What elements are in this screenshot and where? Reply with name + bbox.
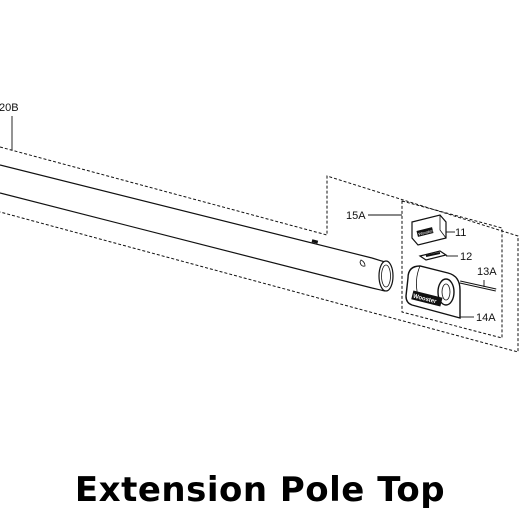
spring-12	[418, 250, 448, 261]
label-14a: 14A	[476, 312, 496, 324]
label-12: 12	[460, 251, 472, 263]
label-13a: 13A	[477, 266, 497, 278]
diagram-title: Extension Pole Top	[74, 470, 446, 510]
housing-14a: Wooster	[405, 265, 461, 319]
leader-lines	[11, 116, 485, 318]
pin-13a	[459, 280, 497, 292]
label-11: 11	[455, 227, 466, 239]
pole-20b	[0, 164, 394, 292]
label-20b: 20B	[0, 102, 19, 114]
assembly-outline	[0, 146, 519, 353]
part-11-marking: Wooster	[418, 228, 434, 237]
part-14a-marking: Wooster	[412, 294, 437, 306]
button-clip-11: Wooster	[411, 214, 447, 246]
label-15a: 15A	[346, 210, 366, 222]
